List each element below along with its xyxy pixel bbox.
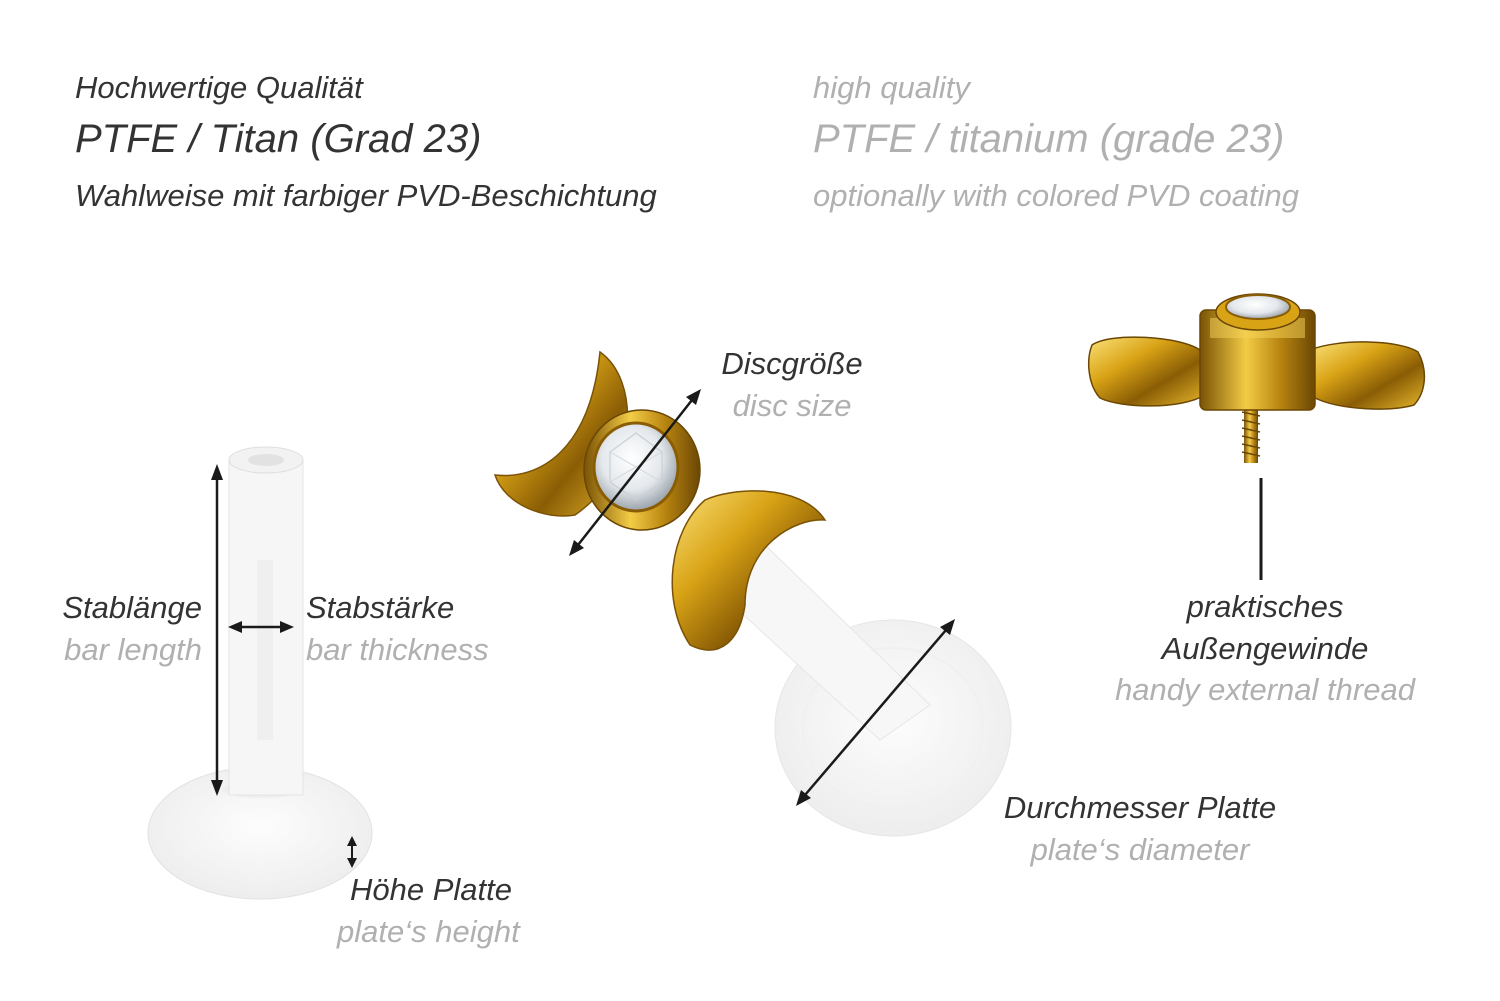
disc-size-arrow: [569, 389, 701, 556]
plate-diameter-arrow: [796, 619, 955, 806]
header-de-line3: Wahlweise mit farbiger PVD-Beschichtung: [75, 178, 657, 213]
label-disc-size-de: Discgröße: [721, 346, 863, 381]
label-bar-length-en: bar length: [64, 632, 202, 667]
plate-height-arrow: [347, 836, 357, 868]
label-bar-thickness-en: bar thickness: [306, 632, 489, 667]
label-thread-de-line1: praktisches: [1186, 589, 1344, 624]
threaded-top-right: [1087, 293, 1426, 463]
header-en-line1: high quality: [813, 70, 970, 105]
label-bar-length-de: Stablänge: [62, 590, 202, 625]
gem-right: [1225, 294, 1291, 320]
bar-length-arrow: [211, 464, 223, 796]
labret-center: [493, 350, 1012, 837]
labret-pin-left: [147, 446, 373, 900]
label-plate-height-de: Höhe Platte: [350, 872, 512, 907]
bar-thickness-arrow: [228, 621, 294, 633]
label-disc-size-en: disc size: [732, 388, 852, 423]
header-en-line3: optionally with colored PVD coating: [813, 178, 1299, 213]
header-de-line2: PTFE / Titan (Grad 23): [75, 117, 482, 161]
header-de-line1: Hochwertige Qualität: [75, 70, 363, 105]
label-plate-height-en: plate‘s height: [337, 914, 520, 949]
label-plate-diameter-en: plate‘s diameter: [1030, 832, 1250, 867]
label-plate-diameter-de: Durchmesser Platte: [1003, 790, 1277, 825]
label-thread-de-line2: Außengewinde: [1161, 631, 1369, 666]
label-thread-en: handy external thread: [1115, 672, 1415, 707]
label-bar-thickness-de: Stabstärke: [306, 590, 455, 625]
triple-moon-top: [493, 350, 827, 651]
header-en-line2: PTFE / titanium (grade 23): [813, 117, 1285, 161]
